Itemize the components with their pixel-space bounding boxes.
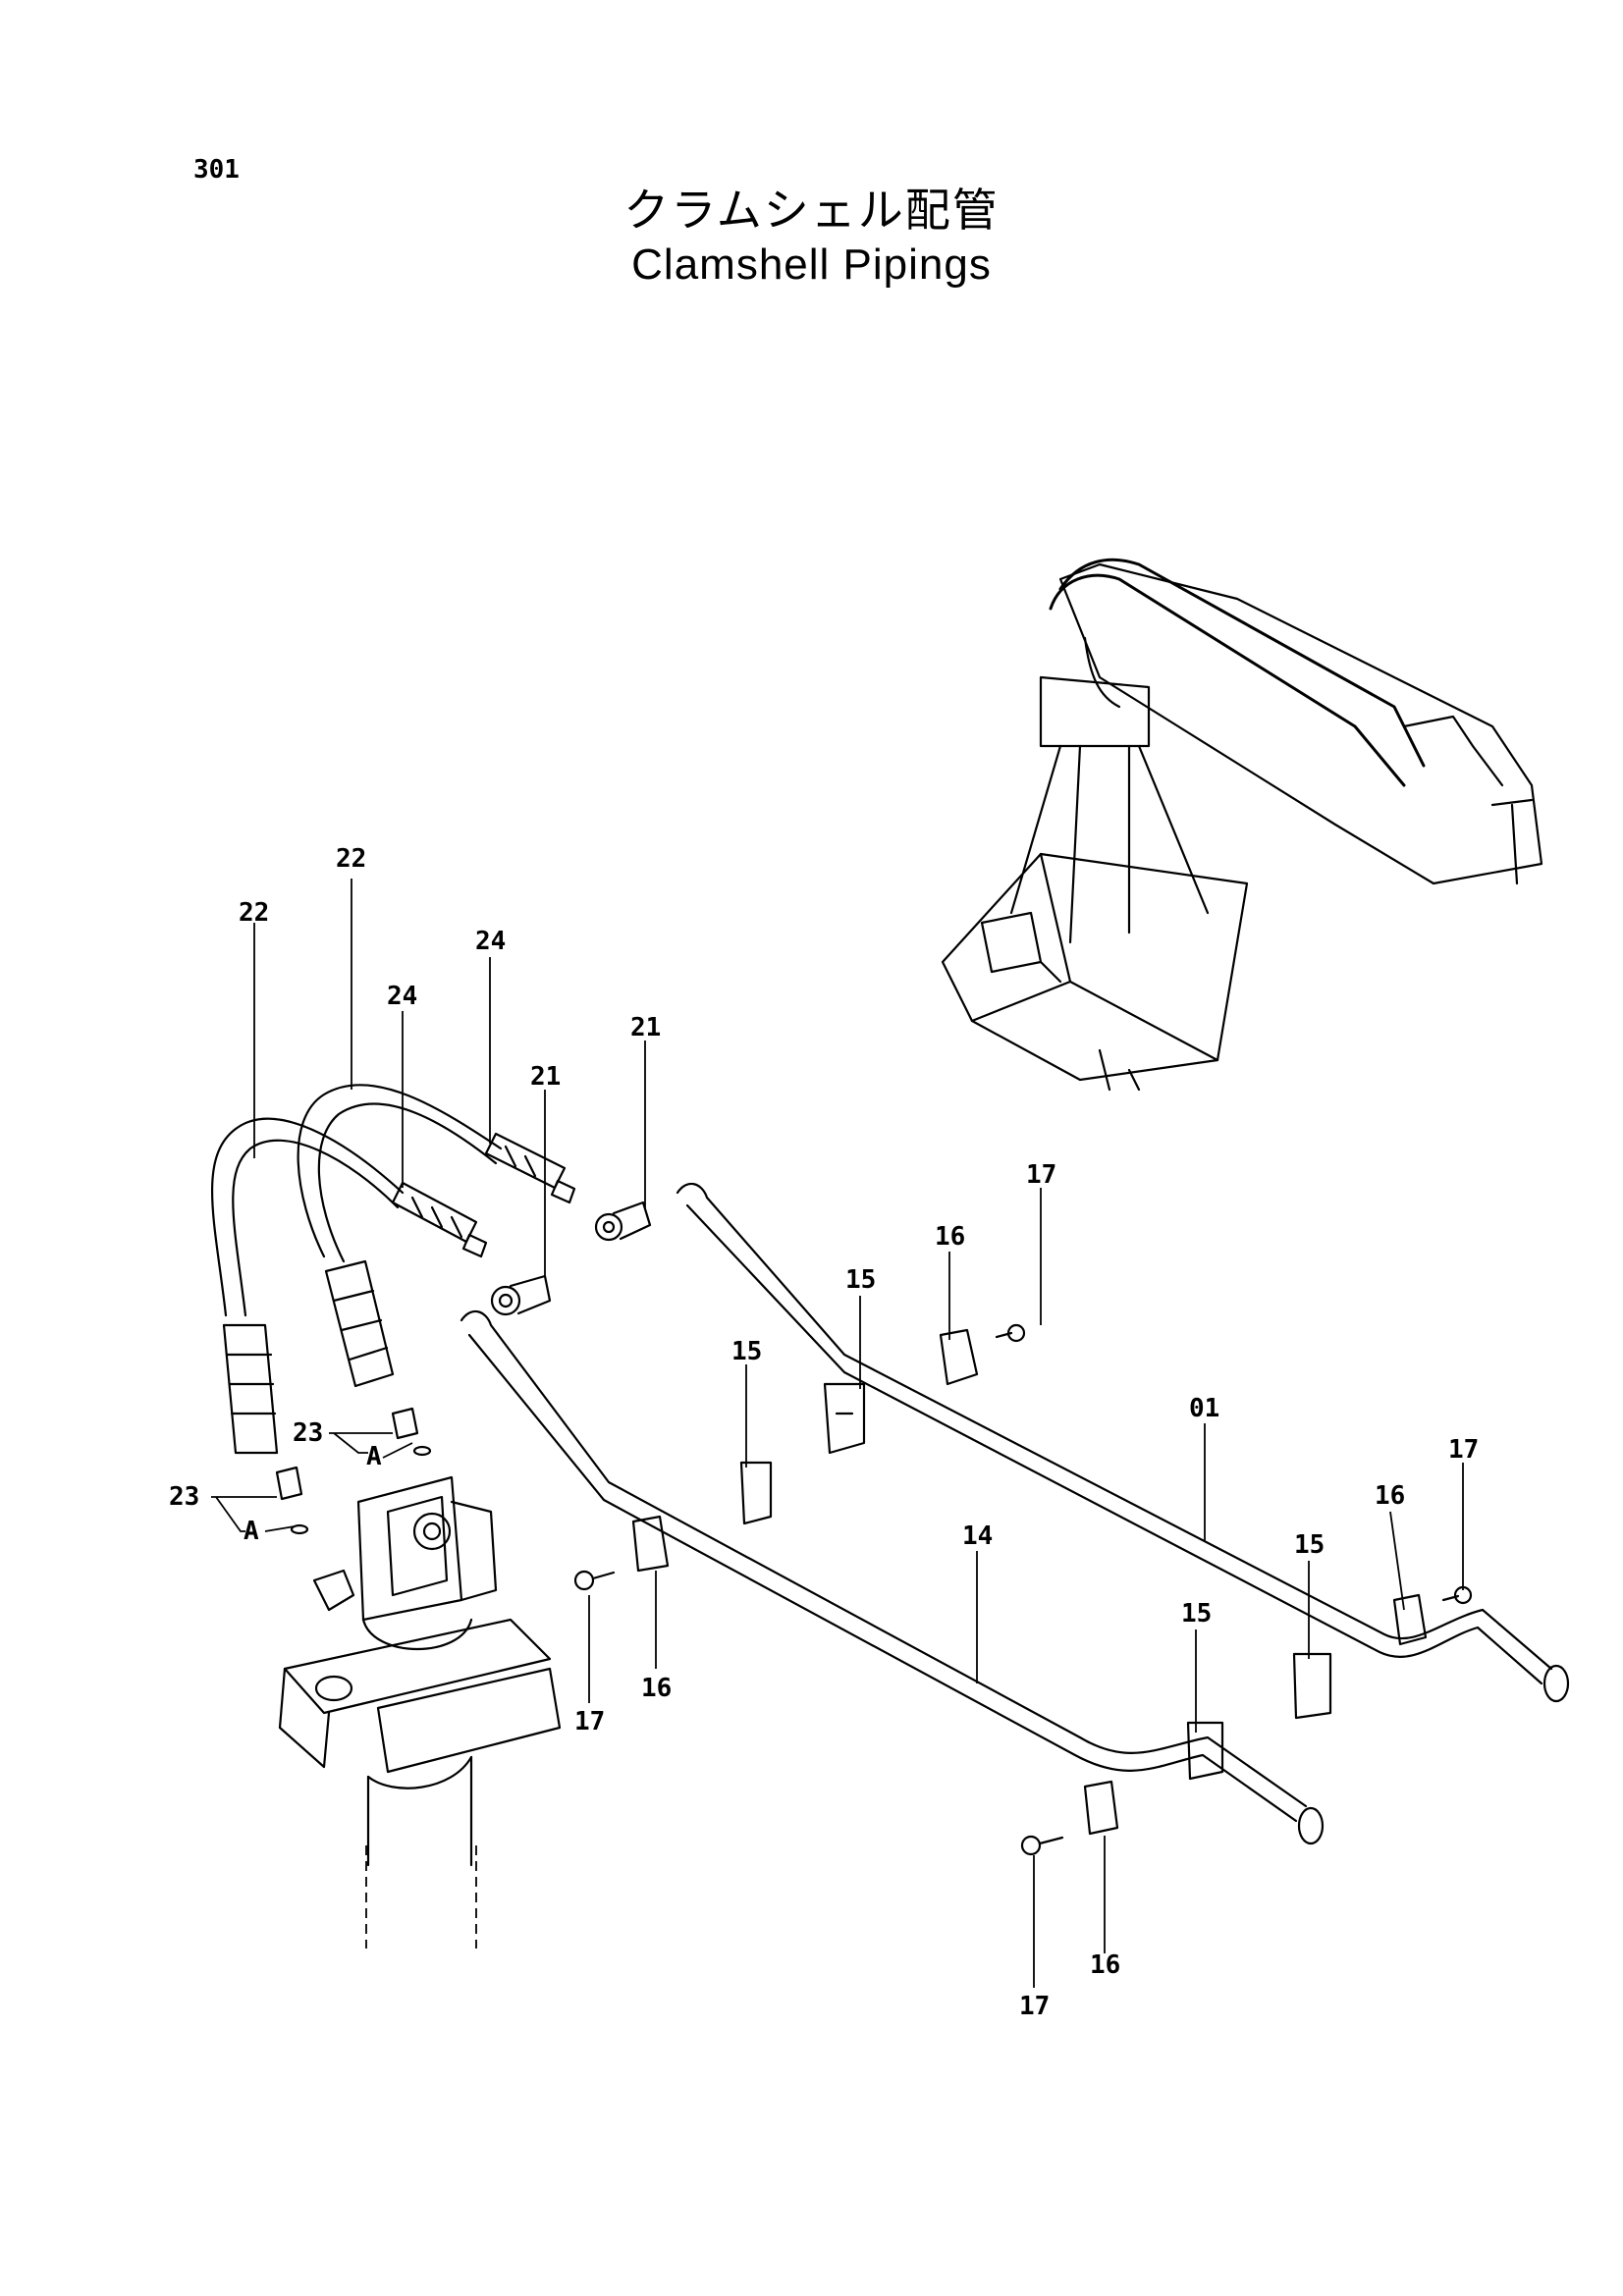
overview-boom-clamshell xyxy=(941,558,1543,1092)
swivel-joint-assembly xyxy=(278,1475,562,1867)
callout-21: 21 xyxy=(530,1062,561,1092)
callout-16: 16 xyxy=(641,1674,672,1703)
clamp-16-a xyxy=(939,1328,979,1386)
bolt-17-c xyxy=(1441,1585,1473,1605)
callout-21: 21 xyxy=(630,1013,661,1042)
callout-22: 22 xyxy=(336,844,366,874)
callout-16: 16 xyxy=(1375,1481,1405,1511)
centerline xyxy=(365,1845,477,1949)
callout-24: 24 xyxy=(475,927,506,956)
title-japanese: クラムシェル配管 xyxy=(623,184,1000,237)
clamp-16-c xyxy=(1392,1593,1428,1646)
callout-14: 14 xyxy=(962,1522,993,1551)
elbow-fitting-21-upper xyxy=(594,1201,652,1242)
callout-15: 15 xyxy=(1294,1530,1325,1560)
pipe-01 xyxy=(676,1182,1570,1703)
callouts: 22 22 24 24 21 21 17 16 15 15 01 17 16 1… xyxy=(169,844,1479,2021)
callout-23: 23 xyxy=(293,1418,323,1448)
clamp-15-d xyxy=(1186,1721,1224,1781)
clamp-16-d xyxy=(1083,1780,1119,1836)
callout-A: A xyxy=(366,1442,382,1471)
elbow-fitting-21-lower xyxy=(490,1274,552,1316)
callout-01: 01 xyxy=(1189,1394,1219,1423)
callout-17: 17 xyxy=(574,1707,605,1736)
clamp-15-b xyxy=(739,1461,773,1525)
leader-lines xyxy=(211,879,1464,1988)
bolt-17-a xyxy=(995,1323,1026,1343)
callout-17: 17 xyxy=(1026,1160,1056,1190)
hose-fitting-24-lower xyxy=(391,1181,488,1258)
callout-15: 15 xyxy=(845,1265,876,1295)
clamp-15-a xyxy=(823,1382,866,1455)
callout-15: 15 xyxy=(731,1337,762,1366)
callout-23: 23 xyxy=(169,1482,199,1512)
callout-17: 17 xyxy=(1019,1992,1050,2021)
callout-16: 16 xyxy=(1090,1950,1120,1980)
bolt-17-d xyxy=(1020,1835,1064,1856)
clamp-15-c xyxy=(1292,1652,1332,1720)
adapter-23-lower xyxy=(275,1466,309,1535)
callout-24: 24 xyxy=(387,982,417,1011)
bolt-17-b xyxy=(573,1570,616,1591)
hose-22-right xyxy=(297,1084,503,1388)
pipe-14 xyxy=(460,1309,1325,1845)
hose-22-left xyxy=(210,1117,405,1455)
clamp-16-b xyxy=(631,1515,670,1573)
hose-fitting-24-upper xyxy=(484,1132,576,1204)
callout-22: 22 xyxy=(239,898,269,928)
callout-17: 17 xyxy=(1448,1435,1479,1465)
callout-15: 15 xyxy=(1181,1599,1212,1629)
callout-A: A xyxy=(243,1517,259,1546)
callout-16: 16 xyxy=(935,1222,965,1252)
adapter-23-upper xyxy=(391,1407,432,1457)
title-english: Clamshell Pipings xyxy=(631,240,992,289)
page-number: 301 xyxy=(193,155,240,185)
